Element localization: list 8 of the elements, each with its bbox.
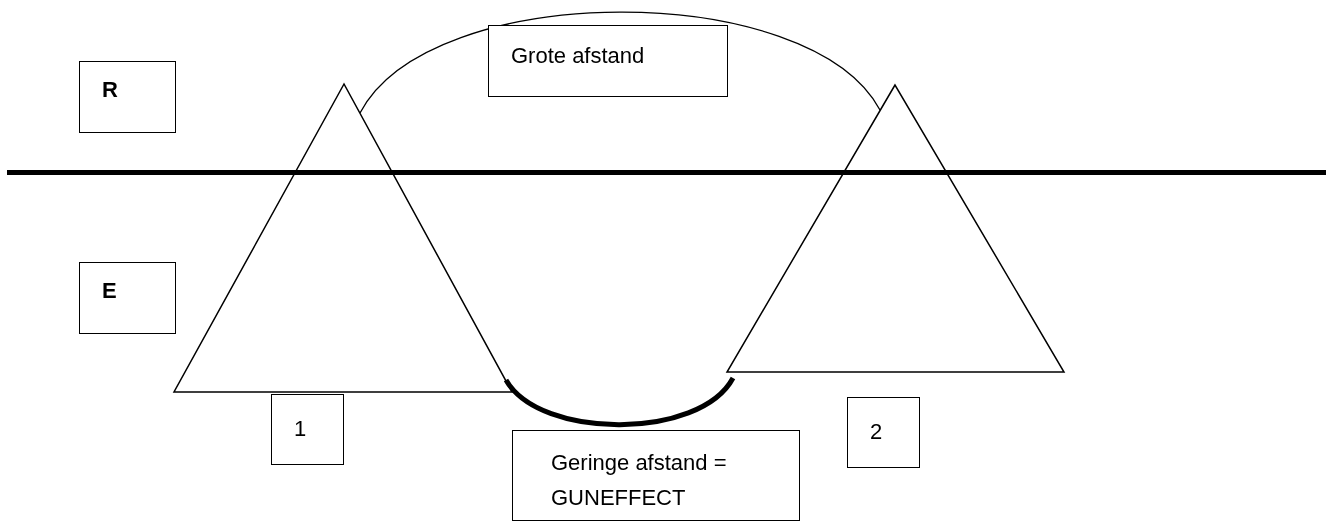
label-box: E bbox=[79, 262, 176, 334]
label-box: Grote afstand bbox=[488, 25, 728, 97]
label-box: 1 bbox=[271, 394, 344, 465]
label-box: R bbox=[79, 61, 176, 133]
arc-line bbox=[359, 11, 881, 114]
label-box: Geringe afstand = GUNEFFECT bbox=[512, 430, 800, 521]
thick-arc bbox=[504, 376, 735, 428]
label-box: 2 bbox=[847, 397, 920, 468]
